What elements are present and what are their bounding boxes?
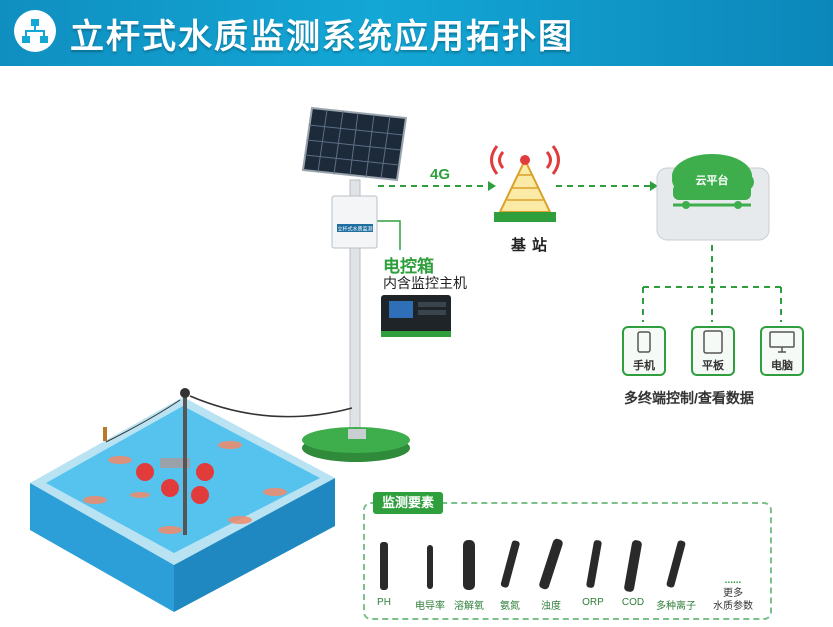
- network-label: 4G: [430, 166, 451, 183]
- sensor-name: 多种离子: [656, 601, 696, 612]
- monitor-icon: [769, 331, 795, 353]
- terminal-tablet: 平板: [691, 326, 735, 376]
- control-box-label: 电控箱: [383, 257, 434, 276]
- sensor-panel-title: 监测要素: [373, 492, 443, 514]
- link-cloud-to-terminals: [642, 245, 782, 322]
- control-box: [331, 195, 378, 249]
- sensor-probes: [380, 538, 686, 592]
- topology-icon: [14, 10, 56, 52]
- sensor-name: 电导率: [415, 601, 445, 612]
- terminal-tablet-label: 平板: [702, 360, 724, 372]
- monitor-host-device: [381, 295, 451, 337]
- sensor-name: ORP: [582, 597, 604, 608]
- sensor-panel: [363, 502, 772, 620]
- base-station-label: 基站: [511, 237, 554, 254]
- pond-sensor-probe: [180, 388, 190, 535]
- control-box-panel: [337, 224, 373, 232]
- cloud-label: 云平台: [696, 173, 729, 187]
- header-banner: [0, 0, 833, 66]
- phone-icon: [637, 331, 651, 353]
- page-title: 立杆式水质监测系统应用拓扑图: [70, 18, 574, 56]
- more-line1: 更多: [723, 588, 743, 599]
- terminals-caption: 多终端控制/查看数据: [624, 390, 754, 406]
- sensor-name: 溶解氧: [454, 601, 484, 612]
- sensor-name: 氨氮: [500, 601, 520, 612]
- topology-diagram: 立杆式水质监测 云平台: [30, 106, 782, 612]
- sensor-name: COD: [621, 597, 645, 608]
- terminal-phone: 手机: [622, 326, 666, 376]
- cloud-platform: [656, 154, 770, 241]
- more-params: ...... 更多 水质参数: [705, 574, 761, 613]
- control-box-description: 内含监控主机: [383, 275, 467, 291]
- sensor-cable: [189, 395, 353, 418]
- terminal-computer: 电脑: [760, 326, 804, 376]
- box-callout-line: [373, 220, 401, 250]
- sensor-name: 浊度: [541, 601, 561, 612]
- solar-panel: [301, 106, 408, 182]
- more-line2: 水质参数: [713, 601, 753, 612]
- aquaculture-pond: [30, 397, 335, 612]
- terminal-computer-label: 电脑: [771, 360, 793, 372]
- more-dots: ......: [724, 575, 742, 586]
- control-box-panel-label: 立杆式水质监测: [337, 226, 372, 233]
- base-station-tower: [490, 145, 560, 222]
- aerator: [136, 458, 214, 504]
- tablet-icon: [703, 330, 723, 354]
- terminal-phone-label: 手机: [633, 360, 655, 372]
- sensor-name: PH: [377, 597, 391, 608]
